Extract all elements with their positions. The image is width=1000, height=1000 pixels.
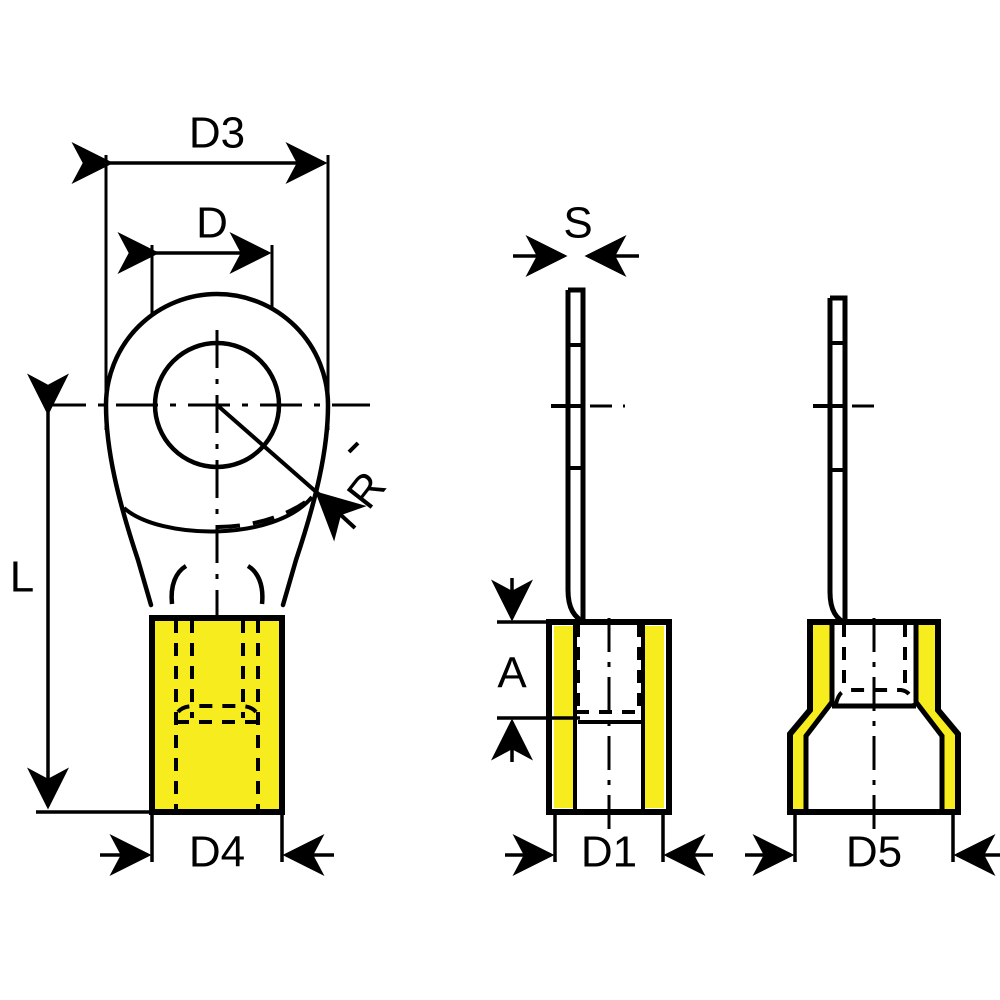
blade-outline-side — [565, 287, 588, 626]
dimension-d-label: D — [196, 199, 228, 248]
dimension-l-label: L — [10, 553, 34, 602]
insulation-sleeve-front — [149, 615, 285, 815]
radius-leader-arrow — [315, 491, 367, 542]
dimension-d1-label: D1 — [581, 828, 637, 877]
dimension-s-label: S — [563, 199, 592, 248]
side-view: S A — [491, 199, 713, 877]
radius-leader-inner — [215, 403, 324, 499]
hidden-barrel-lines-front — [174, 620, 260, 810]
neck-fold-arc-dashed — [217, 495, 314, 529]
dimension-d5-label: D5 — [846, 828, 902, 877]
radius-tick — [347, 441, 360, 454]
insulation-edge-right-side — [644, 626, 664, 808]
flared-side-view: D5 — [745, 295, 1000, 877]
insulation-sleeve-flared-outline — [787, 619, 961, 815]
crimp-wing-right — [246, 564, 265, 605]
dimension-l: L — [10, 373, 152, 814]
blade-outline-flared — [827, 295, 849, 627]
dimension-s: S — [513, 199, 639, 277]
blade-tick-marks-side — [551, 343, 585, 470]
dimension-d3-label: D3 — [189, 109, 245, 158]
dimension-d4-label: D4 — [189, 828, 245, 877]
dimension-d1: D1 — [505, 812, 713, 877]
dimension-d4: D4 — [100, 812, 334, 877]
dimension-d5: D5 — [745, 812, 1000, 877]
front-view: D3 D R — [10, 109, 396, 877]
dimension-d: D — [117, 199, 272, 274]
crimp-wing-left — [169, 564, 188, 605]
blade-tick-marks-flared — [813, 341, 847, 472]
hidden-barrel-lines-side — [576, 624, 641, 714]
dimension-a-label: A — [497, 649, 527, 698]
dimension-r-label: R — [338, 463, 396, 518]
hidden-barrel-bottom — [176, 704, 258, 714]
dimension-a: A — [491, 578, 580, 762]
dimension-d3: D3 — [71, 109, 328, 184]
